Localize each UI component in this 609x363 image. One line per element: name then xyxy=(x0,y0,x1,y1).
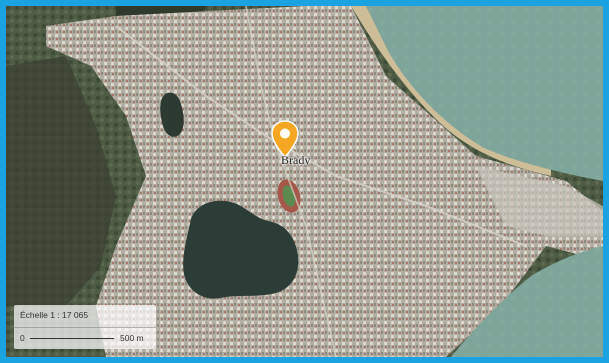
location-pin-icon[interactable] xyxy=(270,120,300,158)
main-road xyxy=(115,25,527,247)
beach-strip xyxy=(351,6,551,176)
scale-max-label: 500 m xyxy=(120,333,144,343)
marker-label: Brady xyxy=(281,153,311,167)
satellite-map[interactable] xyxy=(6,6,603,357)
scale-divider xyxy=(14,327,156,328)
sea xyxy=(366,6,603,181)
urban-east xyxy=(476,166,603,236)
dark-forest-area xyxy=(6,56,116,306)
scale-zero-label: 0 xyxy=(20,333,25,343)
small-pond xyxy=(160,92,184,137)
lake xyxy=(183,200,299,299)
sea-south-east xyxy=(451,246,603,357)
scale-control: Échelle 1 : 17 065 0 500 m xyxy=(14,305,156,349)
scale-bar xyxy=(30,338,114,339)
scale-ratio-text: Échelle 1 : 17 065 xyxy=(20,310,89,320)
